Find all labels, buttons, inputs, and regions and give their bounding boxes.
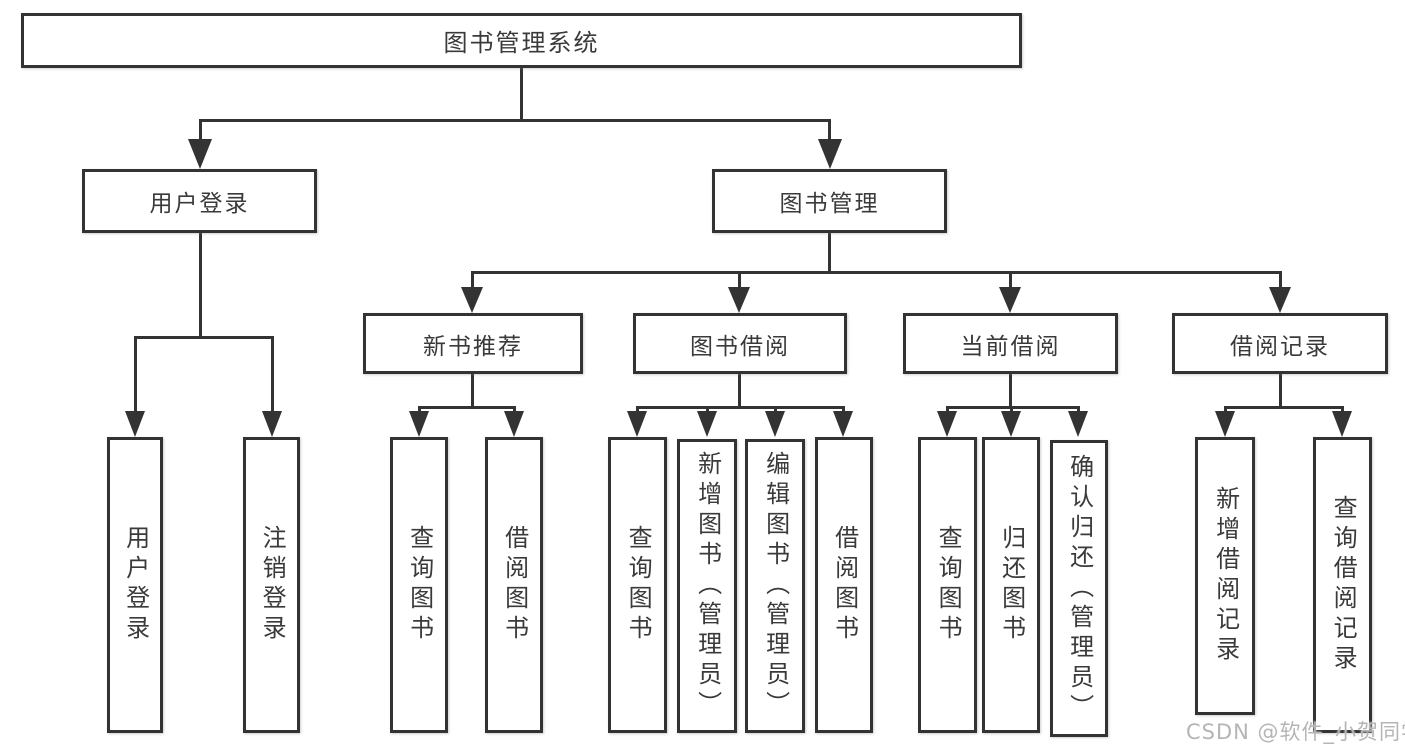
connector-line bbox=[199, 233, 202, 338]
connector-line bbox=[842, 406, 845, 414]
connector-line bbox=[418, 406, 421, 414]
connector-line bbox=[1009, 271, 1012, 289]
connector-line bbox=[199, 119, 831, 122]
connector-line bbox=[1224, 406, 1227, 414]
leaf-borrow-book: 借阅图书 bbox=[815, 437, 873, 733]
node-current-borrow: 当前借阅 bbox=[903, 313, 1118, 374]
arrowhead-icon bbox=[1001, 411, 1021, 437]
arrowhead-icon bbox=[1068, 411, 1088, 437]
arrowhead-icon bbox=[504, 411, 524, 437]
connector-line bbox=[1010, 406, 1013, 414]
connector-line bbox=[947, 406, 1080, 409]
arrowhead-icon bbox=[765, 411, 785, 437]
node-book-management-label: 图书管理 bbox=[779, 191, 880, 217]
connector-line bbox=[828, 233, 831, 273]
connector-line bbox=[520, 68, 523, 121]
leaf-query-book-recommend: 查询图书 bbox=[390, 437, 448, 733]
leaf-query-borrow-record-label: 查询借阅记录 bbox=[1329, 495, 1358, 675]
connector-line bbox=[513, 406, 516, 414]
arrowhead-icon bbox=[262, 411, 282, 437]
arrowhead-icon bbox=[409, 411, 429, 437]
connector-line bbox=[774, 406, 777, 414]
arrowhead-icon bbox=[818, 139, 842, 169]
leaf-confirm-return-admin: 确认归还（管理员） bbox=[1050, 440, 1108, 737]
leaf-return-book: 归还图书 bbox=[982, 437, 1040, 733]
connector-line bbox=[946, 406, 949, 414]
connector-line bbox=[199, 119, 202, 141]
connector-line bbox=[271, 336, 274, 414]
leaf-add-borrow-record-label: 新增借阅记录 bbox=[1211, 486, 1240, 666]
csdn-watermark: CSDN @软件_小贺同学 bbox=[1186, 720, 1405, 744]
arrowhead-icon bbox=[937, 411, 957, 437]
connector-line bbox=[636, 406, 639, 414]
connector-line bbox=[1077, 406, 1080, 414]
arrowhead-icon bbox=[728, 287, 750, 313]
node-book-borrow-label: 图书借阅 bbox=[690, 333, 790, 360]
leaf-query-book-borrow: 查询图书 bbox=[608, 437, 667, 733]
connector-line bbox=[1009, 374, 1012, 408]
node-library-system: 图书管理系统 bbox=[21, 13, 1022, 68]
connector-line bbox=[134, 336, 137, 414]
connector-line bbox=[1225, 406, 1343, 409]
leaf-borrow-book-recommend: 借阅图书 bbox=[485, 437, 543, 733]
leaf-borrow-book-recommend-label: 借阅图书 bbox=[500, 525, 529, 645]
arrowhead-icon bbox=[627, 411, 647, 437]
leaf-logout: 注销登录 bbox=[243, 437, 300, 733]
node-user-login-label: 用户登录 bbox=[149, 191, 250, 217]
connector-line bbox=[471, 374, 474, 408]
leaf-add-book-admin-label: 新增图书（管理员） bbox=[693, 451, 722, 721]
node-new-book-recommend: 新书推荐 bbox=[363, 313, 583, 374]
connector-line bbox=[471, 271, 1282, 274]
node-borrow-records: 借阅记录 bbox=[1172, 313, 1388, 374]
leaf-edit-book-admin: 编辑图书（管理员） bbox=[745, 439, 805, 733]
connector-line bbox=[706, 406, 709, 414]
leaf-user-login: 用户登录 bbox=[107, 437, 163, 733]
connector-line bbox=[738, 271, 741, 289]
node-book-management: 图书管理 bbox=[712, 169, 947, 233]
connector-line bbox=[1279, 271, 1282, 289]
node-library-system-label: 图书管理系统 bbox=[443, 29, 600, 57]
connector-line bbox=[1279, 374, 1282, 408]
connector-line bbox=[419, 406, 516, 409]
node-current-borrow-label: 当前借阅 bbox=[960, 333, 1061, 360]
leaf-add-borrow-record: 新增借阅记录 bbox=[1195, 437, 1255, 715]
leaf-confirm-return-admin-label: 确认归还（管理员） bbox=[1065, 453, 1094, 724]
arrowhead-icon bbox=[461, 287, 483, 313]
leaf-query-book-current: 查询图书 bbox=[918, 437, 977, 733]
arrowhead-icon bbox=[188, 139, 212, 169]
leaf-return-book-label: 归还图书 bbox=[997, 525, 1026, 645]
leaf-add-book-admin: 新增图书（管理员） bbox=[677, 439, 737, 733]
arrowhead-icon bbox=[999, 287, 1021, 313]
arrowhead-icon bbox=[1269, 287, 1291, 313]
leaf-query-book-recommend-label: 查询图书 bbox=[405, 525, 434, 645]
node-book-borrow: 图书借阅 bbox=[633, 313, 847, 374]
node-new-book-recommend-label: 新书推荐 bbox=[423, 333, 523, 360]
node-user-login: 用户登录 bbox=[82, 169, 317, 233]
arrowhead-icon bbox=[1332, 411, 1352, 437]
node-borrow-records-label: 借阅记录 bbox=[1230, 333, 1330, 360]
leaf-user-login-label: 用户登录 bbox=[121, 525, 150, 645]
connector-line bbox=[738, 374, 741, 408]
leaf-edit-book-admin-label: 编辑图书（管理员） bbox=[761, 451, 790, 721]
connector-line bbox=[134, 336, 273, 339]
leaf-borrow-book-label: 借阅图书 bbox=[830, 525, 859, 645]
leaf-query-book-current-label: 查询图书 bbox=[934, 525, 963, 645]
arrowhead-icon bbox=[833, 411, 853, 437]
arrowhead-icon bbox=[1215, 411, 1235, 437]
leaf-query-borrow-record: 查询借阅记录 bbox=[1313, 437, 1372, 733]
connector-line bbox=[471, 271, 474, 289]
arrowhead-icon bbox=[125, 411, 145, 437]
connector-line bbox=[637, 406, 845, 409]
leaf-query-book-borrow-label: 查询图书 bbox=[624, 525, 653, 645]
arrowhead-icon bbox=[697, 411, 717, 437]
connector-line bbox=[828, 119, 831, 141]
connector-line bbox=[1341, 406, 1344, 414]
leaf-logout-label: 注销登录 bbox=[258, 525, 287, 645]
